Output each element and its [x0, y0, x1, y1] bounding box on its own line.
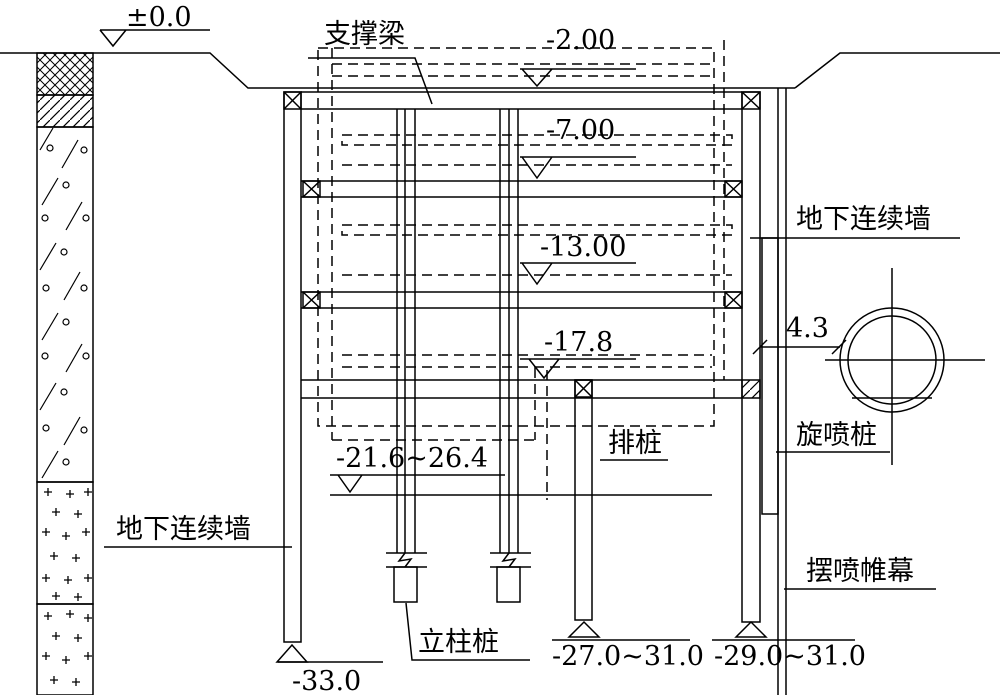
elevation-2: -7.00 [546, 115, 615, 146]
strut-beams [301, 91, 761, 399]
elevation-3: -13.00 [540, 232, 626, 263]
soil-column [36, 52, 94, 696]
elevation-1: -2.00 [546, 25, 615, 56]
elevation-ground: ±0.0 [126, 2, 192, 33]
label-diaphragm-wall-left: 地下连续墙 [116, 514, 251, 545]
label-column-pile: 立柱桩 [418, 627, 499, 658]
elevation-4: -17.8 [544, 327, 613, 358]
label-diaphragm-wall-right: 地下连续墙 [796, 204, 931, 235]
elevation-pile-toe: -27.0~31.0 [552, 641, 704, 672]
swing-jet-curtain [777, 88, 787, 695]
row-pile [567, 379, 601, 638]
dimension-value: 4.3 [786, 313, 829, 344]
right-diaphragm-wall [734, 91, 768, 638]
elevation-wall-toe-left: -33.0 [292, 666, 361, 695]
jet-grout-pile [761, 237, 779, 515]
leader-lines [104, 57, 960, 663]
elevation-markers [99, 29, 636, 494]
label-jet-grout-pile: 旋喷桩 [796, 420, 877, 451]
tunnel-section [825, 268, 985, 465]
elevation-wall-toe-right: -29.0~31.0 [714, 641, 866, 672]
label-row-pile: 排桩 [608, 428, 662, 459]
label-swing-jet-curtain: 摆喷帷幕 [806, 556, 914, 587]
left-diaphragm-wall [275, 91, 309, 663]
diagram-text: ±0.0 支撑梁 -2.00 -7.00 地下连续墙 -13.00 4.3 -1… [116, 2, 931, 697]
column-piles [386, 109, 531, 603]
label-strut-beam: 支撑梁 [324, 19, 405, 50]
excavation-stages [317, 40, 733, 500]
ground-line [0, 52, 1000, 89]
elevation-5: -21.6~26.4 [336, 443, 488, 474]
